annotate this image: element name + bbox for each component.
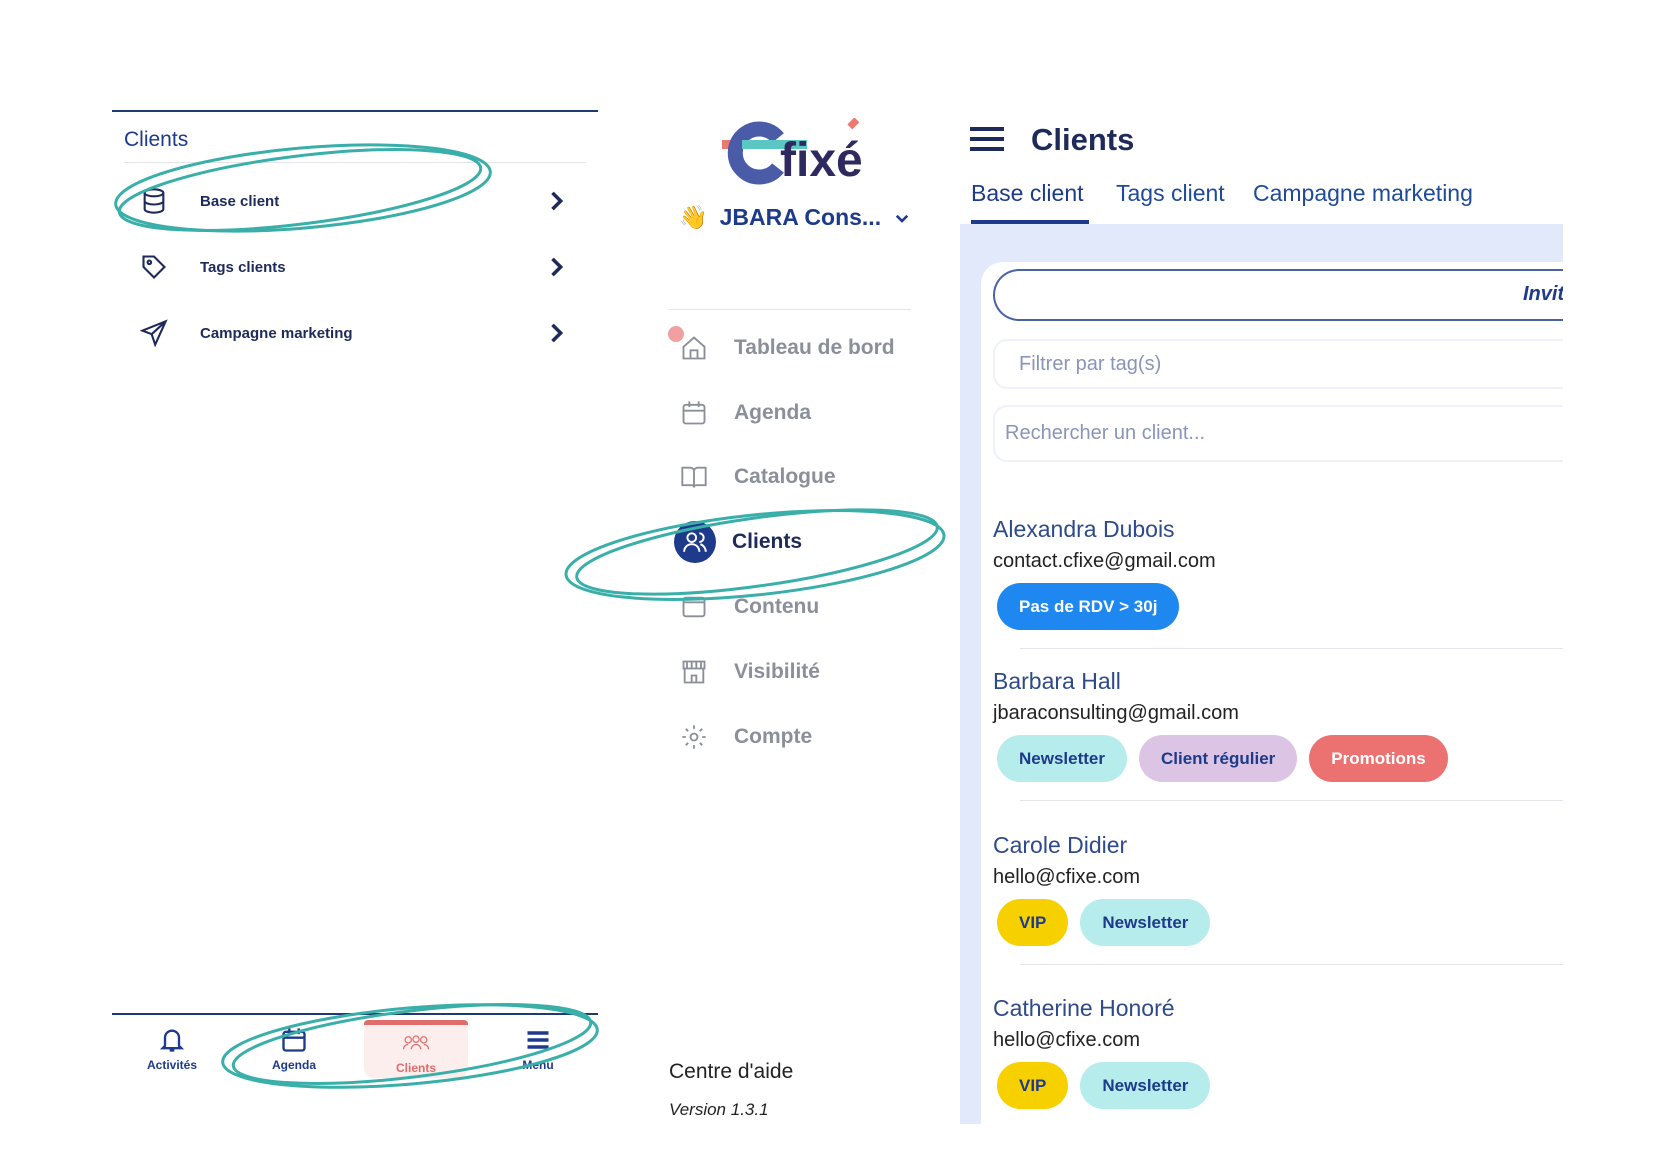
divider [1020, 964, 1565, 965]
client-name[interactable]: Carole Didier [993, 832, 1128, 858]
menu-item-tags-clients[interactable]: Tags clients [140, 245, 570, 289]
folder-icon [682, 596, 706, 618]
client-email: hello@cfixe.com [993, 1029, 1141, 1051]
client-name[interactable]: Barbara Hall [993, 668, 1121, 694]
bell-icon [159, 1029, 185, 1052]
sidebar-item-visibilite[interactable]: Visibilité [680, 647, 920, 697]
send-icon [140, 319, 168, 347]
calendar-icon [282, 1028, 306, 1052]
divider [669, 309, 911, 310]
tag-badge[interactable]: Client régulier [1138, 735, 1298, 782]
users-icon [674, 521, 716, 563]
divider [112, 1013, 598, 1015]
invite-button[interactable]: Invit [993, 269, 1593, 321]
client-email: jbaraconsulting@gmail.com [993, 702, 1239, 724]
invite-label: Invit [1523, 283, 1565, 305]
client-tags: Pas de RDV > 30j [997, 583, 1180, 630]
tab-tags-client[interactable]: Tags client [1116, 180, 1225, 206]
menu-item-campagne-marketing[interactable]: Campagne marketing [140, 311, 570, 355]
divider [1020, 648, 1565, 649]
viewport-edge [1563, 0, 1666, 1111]
database-icon [143, 188, 165, 214]
sidebar-item-tableau-de-bord[interactable]: Tableau de bord [680, 323, 920, 373]
client-name[interactable]: Alexandra Dubois [993, 516, 1175, 542]
menu-icon[interactable] [970, 126, 1004, 152]
placeholder: Rechercher un client... [1005, 422, 1206, 444]
client-name[interactable]: Catherine Honoré [993, 995, 1175, 1021]
organization-name: JBARA Cons... [719, 204, 882, 230]
client-email: hello@cfixe.com [993, 866, 1141, 888]
sidebar-item-catalogue[interactable]: Catalogue [680, 452, 920, 502]
sidebar-label: Clients [732, 530, 803, 553]
bottom-nav-menu[interactable]: Menu [486, 1020, 590, 1078]
bottom-nav-clients[interactable]: Clients [364, 1020, 468, 1078]
menu-item-label: Tags clients [200, 258, 286, 276]
tab-campagne-marketing[interactable]: Campagne marketing [1253, 180, 1473, 206]
nav-label: Clients [395, 1060, 436, 1075]
sidebar-item-compte[interactable]: Compte [680, 712, 920, 762]
help-center-link[interactable]: Centre d'aide [669, 1060, 794, 1083]
menu-item-base-client[interactable]: Base client [140, 179, 570, 223]
svg-text:fixé: fixé [780, 134, 863, 187]
nav-label: Activités [146, 1058, 198, 1072]
store-icon [682, 660, 706, 684]
tag-badge[interactable]: Newsletter [1080, 899, 1211, 946]
tag-badge[interactable]: VIP [997, 899, 1069, 946]
search-input[interactable]: Rechercher un client... [993, 405, 1593, 462]
chevron-down-icon [895, 214, 909, 223]
sidebar-label: Compte [734, 725, 813, 748]
divider [112, 110, 598, 112]
tag-filter-input[interactable]: Filtrer par tag(s) [993, 339, 1593, 389]
home-icon [682, 336, 706, 360]
tag-badge[interactable]: Newsletter [1080, 1062, 1211, 1109]
divider [124, 162, 586, 163]
cfixe-logo: fixé [722, 118, 863, 187]
notification-dot [668, 326, 684, 342]
sidebar-item-contenu[interactable]: Contenu [680, 582, 920, 632]
menu-icon [527, 1031, 549, 1049]
calendar-icon [682, 401, 706, 425]
sidebar-label: Tableau de bord [734, 336, 895, 359]
tag-badge[interactable]: Pas de RDV > 30j [997, 583, 1180, 630]
users-icon [402, 1034, 430, 1049]
gear-icon [682, 725, 706, 749]
sidebar-label: Agenda [734, 401, 812, 424]
client-email: contact.cfixe@gmail.com [993, 550, 1216, 572]
version-label: Version 1.3.1 [669, 1100, 769, 1119]
sidebar-label: Contenu [734, 595, 820, 618]
organization-selector[interactable]: 👋 JBARA Cons... [679, 204, 911, 231]
page-title: Clients [1031, 122, 1135, 157]
nav-label: Agenda [271, 1058, 316, 1072]
bottom-nav-activites[interactable]: Activités [120, 1020, 224, 1078]
active-tab-indicator [971, 220, 1089, 224]
tag-badge[interactable]: Newsletter [997, 735, 1127, 782]
tab-base-client[interactable]: Base client [971, 180, 1084, 206]
placeholder: Filtrer par tag(s) [1019, 352, 1162, 375]
wave-emoji: 👋 [679, 204, 708, 230]
chevron-right-icon [551, 191, 564, 211]
tag-icon [142, 255, 166, 279]
book-icon [681, 466, 707, 488]
client-card [981, 262, 1581, 1162]
nav-label: Menu [522, 1058, 554, 1072]
panel-title: Clients [124, 128, 189, 151]
menu-item-label: Base client [200, 192, 280, 210]
chevron-right-icon [551, 257, 564, 277]
tag-badge[interactable]: VIP [997, 1062, 1069, 1109]
sidebar-label: Catalogue [734, 465, 836, 488]
tag-badge[interactable]: Promotions [1309, 735, 1448, 782]
sidebar-label: Visibilité [734, 660, 820, 683]
sidebar-item-agenda[interactable]: Agenda [680, 388, 920, 438]
bottom-nav-agenda[interactable]: Agenda [242, 1020, 346, 1078]
sidebar-item-clients[interactable]: Clients [674, 517, 914, 567]
chevron-right-icon [551, 323, 564, 343]
divider [1020, 800, 1565, 801]
menu-item-label: Campagne marketing [200, 324, 353, 342]
